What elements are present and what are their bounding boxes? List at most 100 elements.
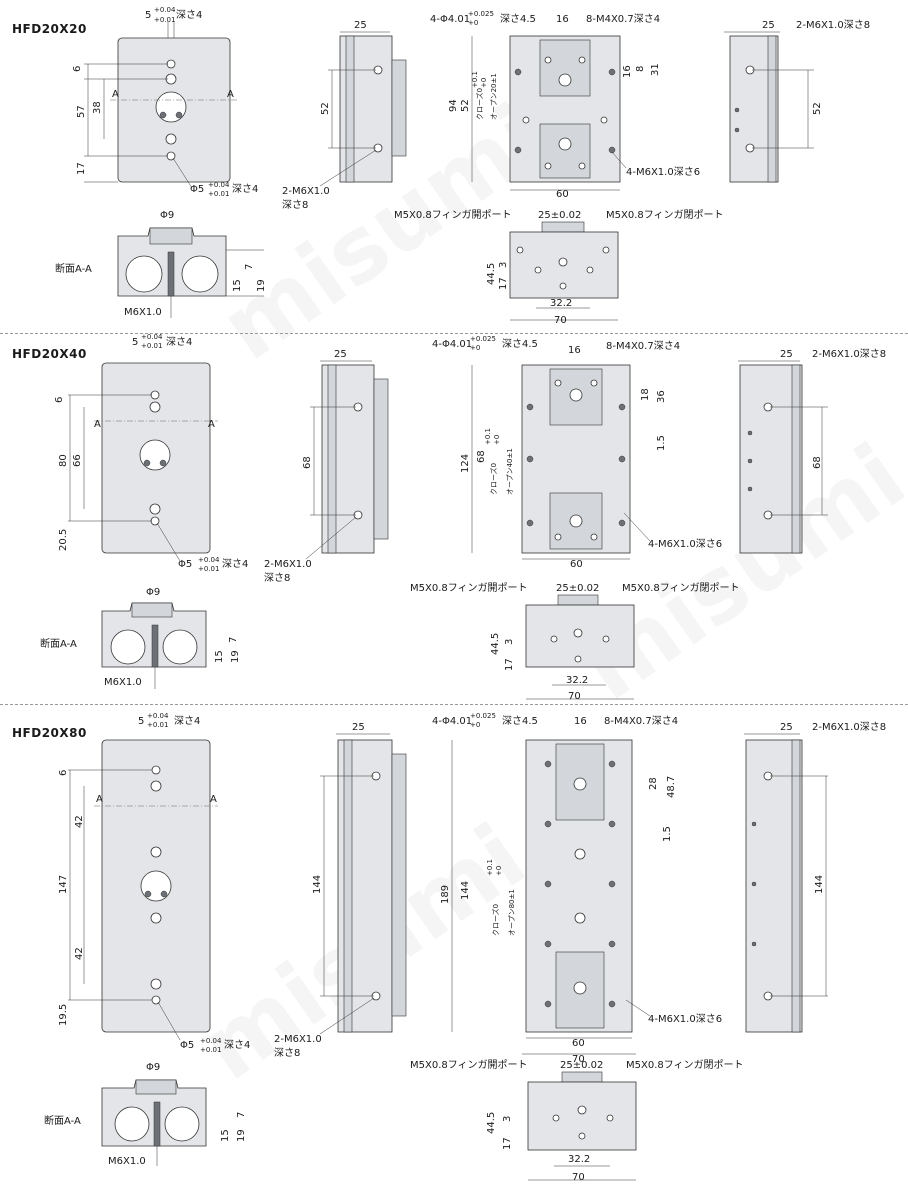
top-view: 4-Φ4.01 +0.025 +0 深さ4.5 16 8-M4X0.7深さ4 1… [432, 712, 722, 1065]
svg-text:16: 16 [622, 65, 633, 78]
svg-text:32.2: 32.2 [566, 675, 588, 686]
svg-text:8-M4X0.7深さ4: 8-M4X0.7深さ4 [586, 13, 660, 25]
svg-text:25: 25 [780, 349, 793, 360]
side-view-right: 25 2-M6X1.0深さ8 144 [744, 721, 886, 1033]
svg-text:3: 3 [502, 1116, 513, 1122]
top-view: 4-Φ4.01 +0.025 +0 深さ4.5 16 8-M4X0.7深さ4 1… [432, 335, 722, 570]
svg-text:80: 80 [58, 454, 69, 467]
side-view-right: 25 2-M6X1.0深さ8 52 [724, 19, 870, 183]
svg-text:深さ8: 深さ8 [264, 572, 290, 584]
svg-text:+0.01: +0.01 [147, 721, 168, 729]
svg-text:A: A [210, 794, 217, 805]
svg-text:44.5: 44.5 [486, 1112, 497, 1134]
svg-text:深さ8: 深さ8 [282, 199, 308, 211]
svg-text:6: 6 [58, 770, 69, 776]
svg-text:深さ4: 深さ4 [166, 336, 192, 348]
svg-text:2-M6X1.0深さ8: 2-M6X1.0深さ8 [796, 19, 870, 31]
front-view: 5 +0.04 +0.01 深さ4 A A 6 42 147 42 19.5 Φ… [58, 712, 250, 1054]
technical-drawing: 5 +0.04 +0.01 深さ4 A A 6 80 66 20.5 Φ5 +0… [40, 333, 886, 702]
svg-text:70: 70 [568, 691, 581, 702]
svg-text:深さ4.5: 深さ4.5 [500, 13, 536, 25]
end-view: M5X0.8フィンガ開ポート 25±0.02 M5X0.8フィンガ閉ポート 44… [394, 209, 724, 326]
svg-text:52: 52 [320, 102, 331, 115]
svg-text:70: 70 [572, 1172, 585, 1183]
svg-text:15: 15 [214, 650, 225, 663]
svg-text:19.5: 19.5 [58, 1004, 69, 1026]
svg-text:42: 42 [74, 815, 85, 828]
side-view-right: 25 2-M6X1.0深さ8 68 [738, 348, 886, 554]
svg-text:3: 3 [498, 262, 509, 268]
svg-text:15: 15 [220, 1129, 231, 1142]
svg-text:19: 19 [236, 1129, 247, 1142]
svg-text:36: 36 [656, 390, 667, 403]
svg-text:クローズ0: クローズ0 [489, 463, 498, 495]
svg-text:Φ9: Φ9 [146, 1062, 160, 1073]
svg-text:17: 17 [502, 1137, 513, 1150]
svg-text:60: 60 [570, 559, 583, 570]
svg-text:25: 25 [354, 20, 367, 31]
svg-text:2-M6X1.0: 2-M6X1.0 [282, 186, 330, 197]
top-view: 4-Φ4.01 +0.025 +0 深さ4.5 16 8-M4X0.7深さ4 9… [430, 10, 700, 200]
svg-text:8: 8 [635, 66, 646, 72]
svg-text:144: 144 [460, 881, 471, 900]
svg-text:60: 60 [556, 189, 569, 200]
svg-text:189: 189 [440, 885, 451, 904]
svg-text:44.5: 44.5 [486, 263, 497, 285]
svg-text:M5X0.8フィンガ開ポート: M5X0.8フィンガ開ポート [410, 1059, 528, 1071]
section-divider [0, 704, 908, 705]
svg-text:15: 15 [232, 279, 243, 292]
svg-text:深さ4: 深さ4 [222, 558, 248, 570]
svg-text:M5X0.8フィンガ開ポート: M5X0.8フィンガ開ポート [410, 582, 528, 594]
svg-text:深さ4.5: 深さ4.5 [502, 338, 538, 350]
model-title: HFD20X20 [12, 22, 87, 36]
svg-text:3: 3 [504, 639, 515, 645]
section-divider [0, 333, 908, 334]
svg-text:16: 16 [574, 716, 587, 727]
svg-text:16: 16 [568, 345, 581, 356]
svg-text:7: 7 [244, 264, 255, 270]
svg-text:A: A [227, 89, 234, 100]
svg-text:57: 57 [76, 105, 87, 118]
section-view-a-a: Φ9 断面A-A 7 15 19 M6X1.0 [55, 210, 267, 318]
technical-drawing: 5 +0.04 +0.01 深さ4 A A 6 57 38 17 Φ5 +0.0… [55, 6, 870, 326]
svg-text:M5X0.8フィンガ閉ポート: M5X0.8フィンガ閉ポート [622, 582, 740, 594]
svg-text:+0.025: +0.025 [470, 335, 496, 343]
svg-text:+0: +0 [470, 344, 480, 352]
svg-text:17: 17 [504, 658, 515, 671]
drawing-section-hfd20x20: HFD20X20 5 +0.04 +0.01 深さ4 A A 6 57 38 1… [0, 0, 908, 333]
svg-text:19: 19 [256, 279, 267, 292]
svg-text:25±0.02: 25±0.02 [556, 583, 599, 594]
end-view: M5X0.8フィンガ開ポート 25±0.02 M5X0.8フィンガ閉ポート 44… [410, 582, 740, 702]
side-view-left: 25 144 2-M6X1.0 深さ8 [274, 722, 407, 1059]
svg-text:クローズ0: クローズ0 [491, 904, 500, 936]
svg-text:M6X1.0: M6X1.0 [124, 307, 162, 318]
svg-text:4-Φ4.01: 4-Φ4.01 [432, 716, 472, 727]
svg-text:4-Φ4.01: 4-Φ4.01 [430, 14, 470, 25]
svg-text:オープン40±1: オープン40±1 [506, 448, 514, 495]
svg-text:+0.01: +0.01 [200, 1046, 221, 1054]
svg-text:25±0.02: 25±0.02 [560, 1060, 603, 1071]
model-title: HFD20X40 [12, 347, 87, 361]
svg-text:Φ9: Φ9 [160, 210, 174, 221]
svg-text:深さ4: 深さ4 [174, 715, 200, 727]
svg-text:深さ4: 深さ4 [232, 183, 258, 195]
svg-text:28: 28 [648, 777, 659, 790]
svg-text:+0.04: +0.04 [147, 712, 169, 720]
svg-text:42: 42 [74, 947, 85, 960]
svg-text:+0.04: +0.04 [208, 181, 230, 189]
svg-text:25: 25 [762, 20, 775, 31]
svg-text:70: 70 [572, 1054, 585, 1065]
svg-text:5: 5 [138, 716, 144, 727]
svg-text:25: 25 [334, 349, 347, 360]
svg-text:17: 17 [76, 162, 87, 175]
svg-text:+0.04: +0.04 [141, 333, 163, 341]
svg-text:Φ5: Φ5 [180, 1040, 194, 1051]
svg-text:+0.01: +0.01 [208, 190, 229, 198]
svg-text:オープン20±1: オープン20±1 [490, 73, 498, 120]
svg-text:124: 124 [460, 454, 471, 473]
svg-text:深さ4: 深さ4 [224, 1039, 250, 1051]
svg-text:20.5: 20.5 [58, 529, 69, 551]
svg-text:144: 144 [814, 875, 825, 894]
svg-text:+0.04: +0.04 [198, 556, 220, 564]
svg-text:52: 52 [812, 102, 823, 115]
